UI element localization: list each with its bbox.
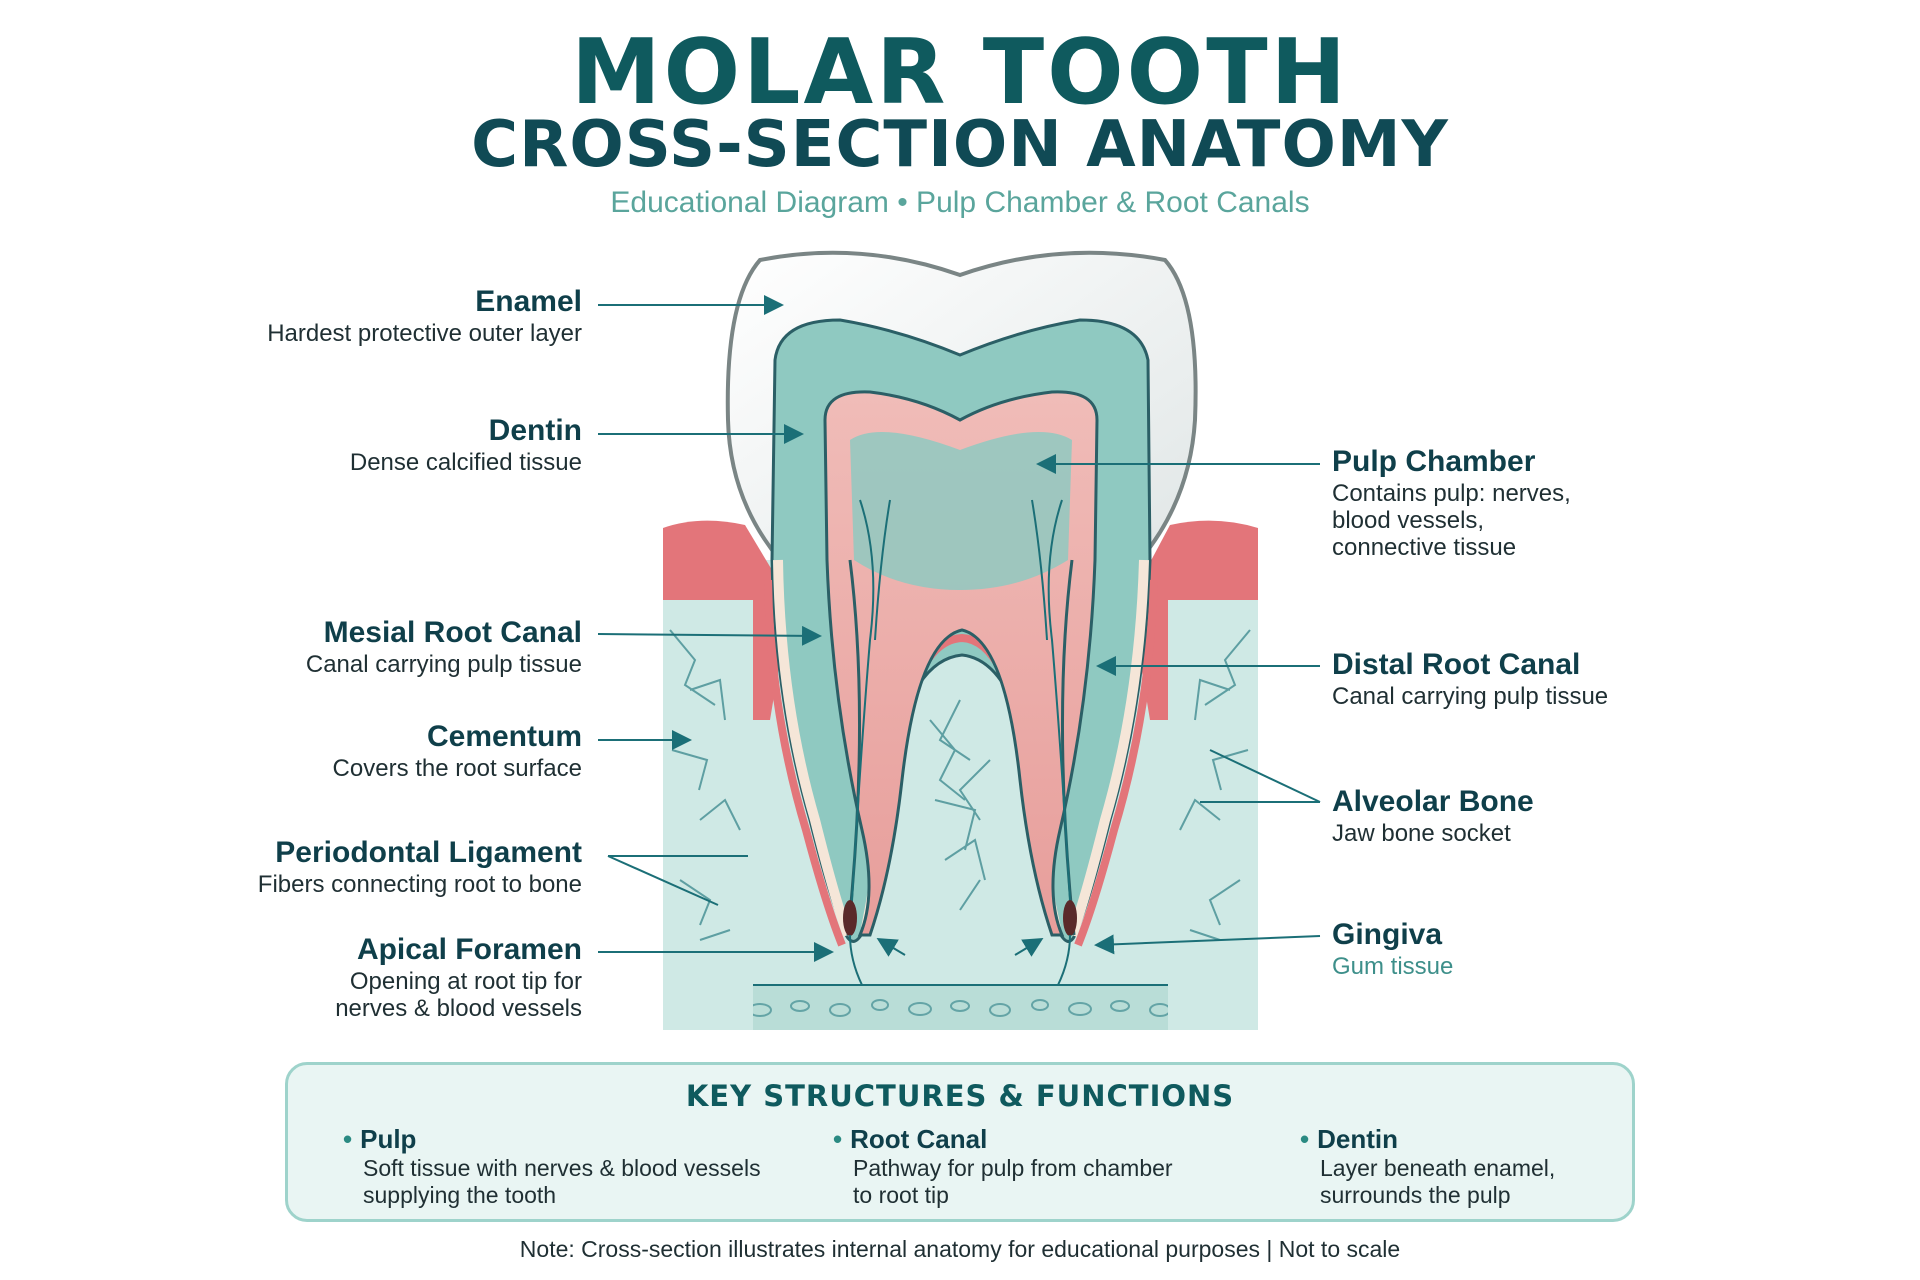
leader-lines <box>597 295 1321 962</box>
label-desc: Opening at root tip for nerves & blood v… <box>335 968 582 1022</box>
label-name: Pulp Chamber <box>1332 445 1536 478</box>
label-desc: Jaw bone socket <box>1332 820 1511 847</box>
key-item-name: Pulp <box>360 1124 417 1154</box>
subtitle: Educational Diagram • Pulp Chamber & Roo… <box>610 186 1310 219</box>
label-name: Cementum <box>426 720 582 753</box>
label-name: Apical Foramen <box>356 933 582 966</box>
label-distal-root-canal: Distal Root Canal Canal carrying pulp ti… <box>1332 647 1852 710</box>
key-item-pulp: •Pulp Soft tissue with nerves & blood ve… <box>343 1123 783 1209</box>
label-desc: Contains pulp: nerves, blood vessels, co… <box>1332 480 1571 561</box>
label-desc: Canal carrying pulp tissue <box>305 651 582 678</box>
key-item-name: Root Canal <box>850 1124 988 1154</box>
cementum <box>1067 559 1149 937</box>
bullet-icon: • <box>343 1124 353 1154</box>
bullet-icon: • <box>1300 1124 1310 1154</box>
key-item-name: Dentin <box>1317 1124 1398 1154</box>
pulp-core <box>850 432 1072 590</box>
label-gingiva: Gingiva Gum tissue <box>1332 917 1852 980</box>
title-line-1: MOLAR TOOTH <box>571 20 1349 125</box>
label-dentin: Dentin Dense calcified tissue <box>62 413 582 476</box>
title-line-2: CROSS-SECTION ANATOMY <box>471 108 1449 182</box>
key-item-desc: Layer beneath enamel, surrounds the pulp <box>1320 1155 1556 1208</box>
label-desc: Fibers connecting root to bone <box>257 871 582 898</box>
label-name: Dentin <box>488 414 582 447</box>
label-name: Gingiva <box>1332 918 1443 951</box>
key-item-desc: Soft tissue with nerves & blood vessels … <box>363 1155 761 1208</box>
label-desc: Canal carrying pulp tissue <box>1332 683 1609 710</box>
cementum <box>773 559 853 937</box>
apical-foramen-left <box>843 900 857 936</box>
key-item-dentin: •Dentin Layer beneath enamel, surrounds … <box>1300 1123 1740 1209</box>
periodontal-ligament <box>1074 579 1158 947</box>
label-name: Enamel <box>475 285 582 318</box>
cortical-bone-band <box>663 985 1258 1030</box>
key-structures-box: KEY STRUCTURES & FUNCTIONS •Pulp Soft ti… <box>285 1062 1635 1222</box>
pulp-nerves <box>849 499 1073 936</box>
label-name: Alveolar Bone <box>1332 785 1534 818</box>
label-apical-foramen: Apical Foramen Opening at root tip for n… <box>62 932 582 1022</box>
apical-foramen-right <box>1063 900 1077 936</box>
label-desc: Covers the root surface <box>332 755 582 782</box>
key-item-root-canal: •Root Canal Pathway for pulp from chambe… <box>833 1123 1273 1209</box>
label-periodontal-ligament: Periodontal Ligament Fibers connecting r… <box>62 835 582 898</box>
label-pulp-chamber: Pulp Chamber Contains pulp: nerves, bloo… <box>1332 444 1852 561</box>
label-name: Mesial Root Canal <box>323 616 582 649</box>
label-name: Periodontal Ligament <box>275 836 582 869</box>
label-desc: Hardest protective outer layer <box>267 320 582 347</box>
label-desc: Gum tissue <box>1332 953 1454 980</box>
key-title: KEY STRUCTURES & FUNCTIONS <box>685 1079 1235 1113</box>
label-alveolar-bone: Alveolar Bone Jaw bone socket <box>1332 784 1852 847</box>
label-desc: Dense calcified tissue <box>349 449 582 476</box>
periodontal-ligament <box>764 579 846 947</box>
label-mesial-root-canal: Mesial Root Canal Canal carrying pulp ti… <box>62 615 582 678</box>
label-cementum: Cementum Covers the root surface <box>62 719 582 782</box>
key-item-desc: Pathway for pulp from chamber to root ti… <box>853 1155 1173 1208</box>
footer-note: Note: Cross-section illustrates internal… <box>519 1236 1401 1262</box>
bone-trabeculae-side <box>669 629 1251 941</box>
label-enamel: Enamel Hardest protective outer layer <box>62 284 582 347</box>
label-name: Distal Root Canal <box>1332 648 1581 681</box>
bullet-icon: • <box>833 1124 843 1154</box>
